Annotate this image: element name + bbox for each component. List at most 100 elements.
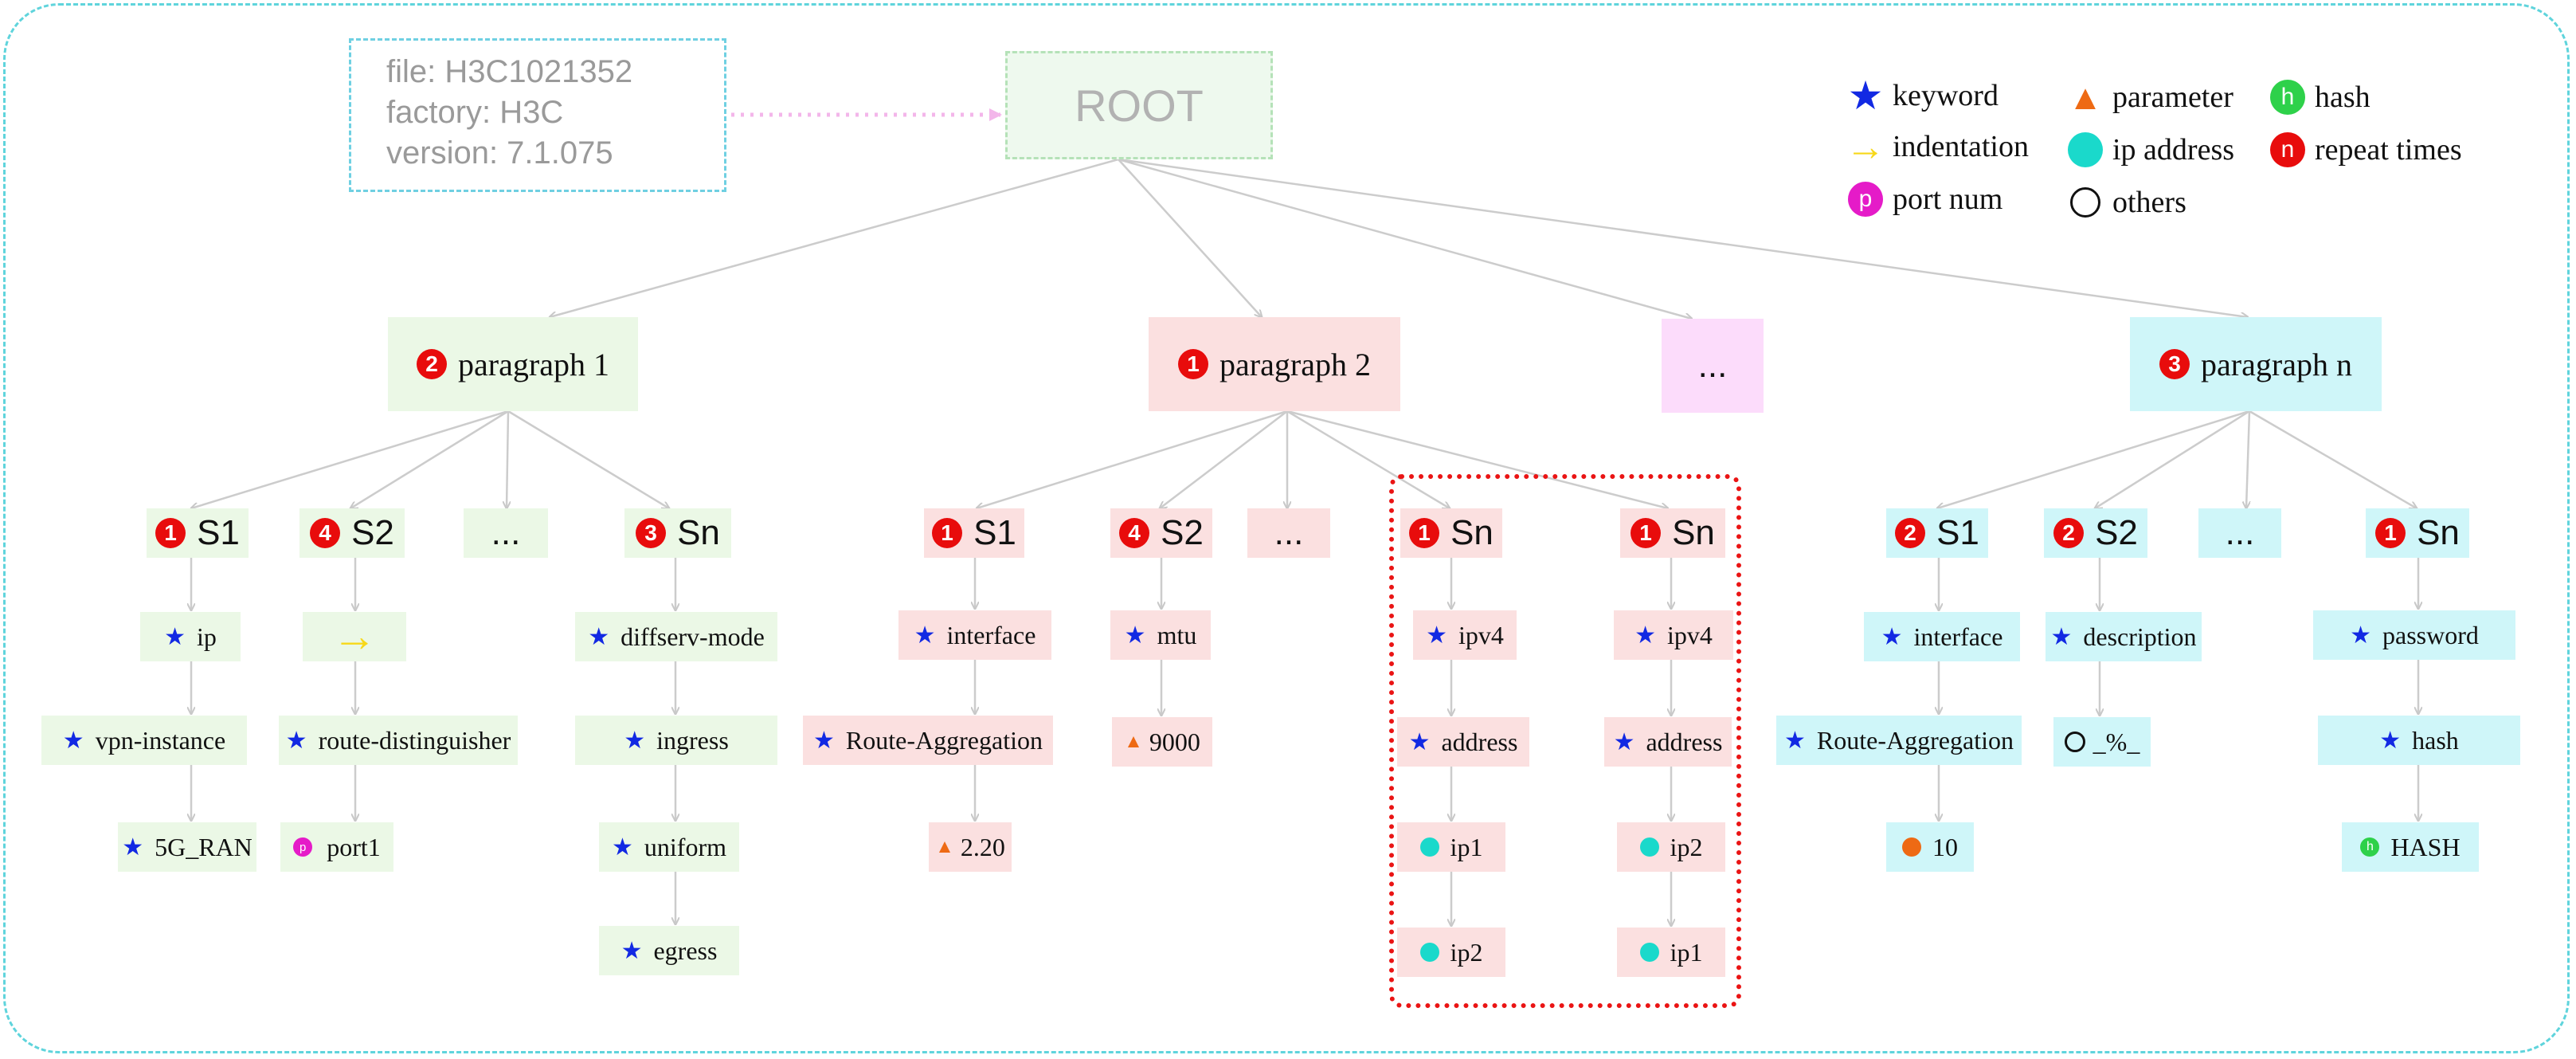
star-icon: ★ [1124,622,1146,649]
repeat-badge: 1 [1178,349,1209,379]
token-ip-ip2-b: ip2 [1617,822,1725,872]
star-icon: ★ [621,937,643,964]
token-keyword-address-a: ★ address [1397,717,1529,767]
token-label: route-distinguisher [318,725,511,755]
star-icon: ★ [285,727,307,754]
token-label: ipv4 [1458,620,1504,649]
token-ip-ip1-b: ip1 [1617,928,1725,977]
edge-p2-sn-a [1286,410,1450,508]
token-label: description [2083,622,2197,651]
paragraph-2-node: 1 paragraph 2 [1149,317,1400,411]
highlight-box [1389,474,1741,1008]
star-icon: ★ [1408,728,1431,755]
token-label: password [2382,620,2479,649]
legend-keyword: ★ keyword [1848,73,1999,118]
statement-label: Sn [2417,513,2460,552]
token-keyword-description: ★ description [2046,612,2202,661]
paragraph-1-node: 2 paragraph 1 [388,317,638,411]
hash-icon: h [2270,80,2305,115]
star-icon: ★ [2050,623,2073,650]
repeat-badge: 2 [2053,518,2085,548]
statement-label: S1 [197,513,240,552]
statement-ellipsis-pn: ... [2198,508,2281,558]
paragraph-label: paragraph n [2201,346,2352,382]
port-icon: p [293,837,313,857]
ellipsis-label: ... [1274,513,1304,552]
token-keyword-ipv4-a: ★ ipv4 [1413,610,1517,660]
repeat-badge: 1 [155,518,186,548]
paragraph-label: paragraph 1 [458,346,609,382]
token-label: address [1646,727,1723,756]
legend-others-label: others [2112,186,2186,219]
star-icon: ★ [914,622,936,649]
statement-label: Sn [1672,513,1715,552]
statement-node-p1-s1: 1 S1 [147,508,249,558]
hash-icon: h [2360,837,2380,857]
star-icon: ★ [1881,623,1903,650]
edge-p2-s2 [1160,410,1288,508]
token-parameter-9000: ▲9000 [1112,717,1212,767]
legend-repeat-label: repeat times [2315,133,2462,167]
ip-dot-icon [2068,132,2103,167]
legend-port-num: p port num [1848,182,2002,217]
paragraph-n-node: 3 paragraph n [2130,317,2382,411]
token-label: uniform [644,832,726,861]
repeat-badge: 4 [310,518,341,548]
triangle-icon: ▲ [935,836,954,857]
edge-pn-s2 [2095,410,2250,508]
star-icon: ★ [1634,622,1656,649]
token-keyword-password: ★password [2313,610,2515,660]
star-icon: ★ [122,833,144,861]
factory-text: factory: H3C [386,95,564,130]
edge-p1-sn [507,410,669,508]
star-icon: ★ [2379,727,2402,754]
token-label: egress [653,935,718,965]
repeat-badge: 3 [2159,349,2190,379]
edge-pn-dots [2246,410,2249,508]
token-label: hash [2412,725,2459,755]
token-label: diffserv-mode [621,622,765,651]
token-keyword-address-b: ★ address [1604,717,1732,767]
star-icon: ★ [1613,728,1635,755]
statement-node-pn-s1: 2 S1 [1886,508,1988,558]
legend-indentation-label: indentation [1893,130,2029,163]
token-label: port1 [327,832,381,861]
token-indentation: → [303,612,406,661]
star-icon: ★ [164,623,186,650]
edge-root-p2 [1118,159,1262,317]
repeat-icon: n [2270,132,2305,167]
repeat-badge: 1 [1409,518,1440,548]
token-label: ip2 [1450,937,1483,967]
statement-label: S1 [1936,513,1979,552]
legend-others: others [2068,185,2186,220]
token-keyword-hash: ★ hash [2318,716,2520,765]
statement-node-p2-sn-a: 1 Sn [1400,508,1502,558]
token-keyword-mtu: ★ mtu [1110,610,1211,660]
token-label: ip [197,622,217,651]
token-ip-ip2-a: ip2 [1397,928,1505,977]
token-label: 5G_RAN [155,832,253,861]
edge-root-pn [1118,158,2248,317]
star-icon: ★ [624,727,646,754]
token-keyword-ip: ★ ip [140,612,241,661]
arrow-right-icon: → [1846,124,1885,169]
star-icon: ★ [1426,622,1447,649]
statement-node-p1-s2: 4 S2 [299,508,405,558]
token-label: mtu [1157,620,1197,649]
edge-root-dots [1118,158,1692,319]
ip-dot-icon [1419,943,1439,962]
repeat-badge: 1 [1631,518,1662,548]
triangle-icon: ▲ [2068,77,2103,117]
legend-port-label: port num [1893,182,2003,216]
token-label: address [1441,727,1518,756]
statement-label: S1 [973,513,1016,552]
file-name-text: file: H3C1021352 [386,54,633,89]
token-label: ingress [656,725,729,755]
statement-label: S2 [2095,513,2138,552]
token-parameter-2-20: ▲2.20 [929,822,1012,872]
token-keyword-5g-ran: ★ 5G_RAN [118,822,256,872]
statement-node-p2-s1: 1 S1 [924,508,1024,558]
token-keyword-route-aggregation: ★Route-Aggregation [803,716,1053,765]
